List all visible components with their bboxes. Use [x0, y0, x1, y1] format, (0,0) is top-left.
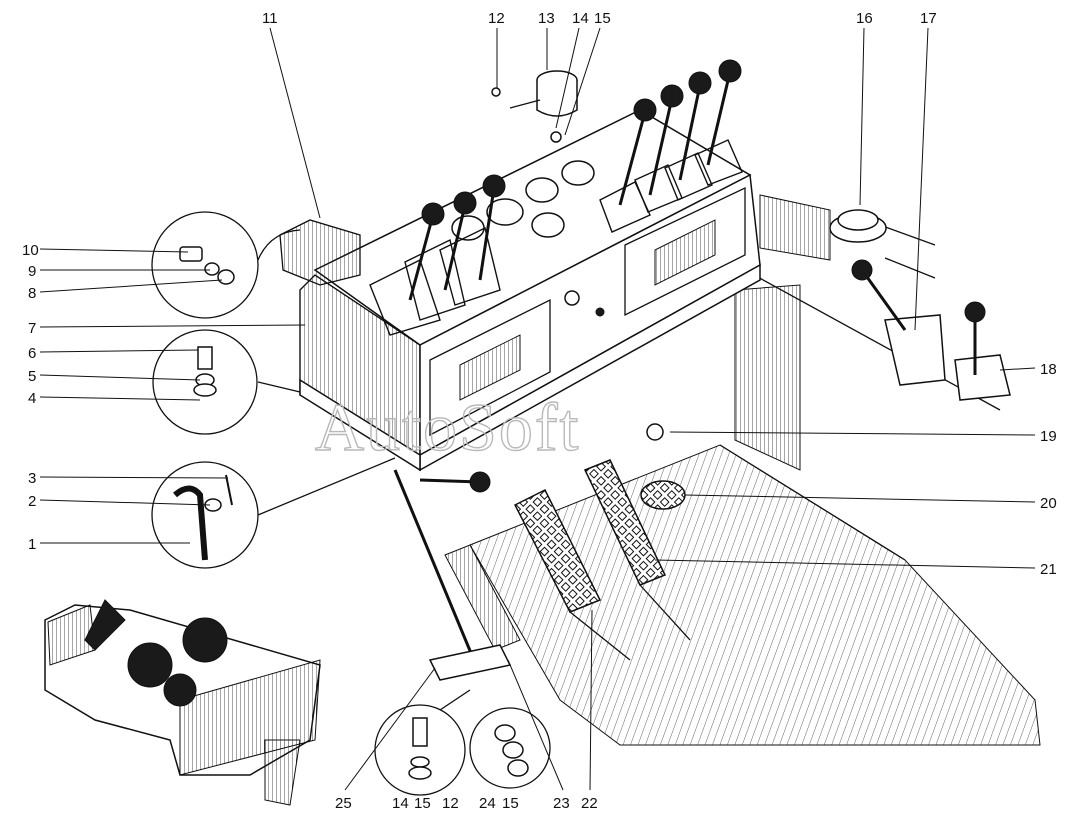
detail-c-label-24: 24 [479, 795, 496, 812]
callout-14: 14 [572, 10, 589, 27]
pedals [513, 459, 691, 661]
callout-6: 6 [28, 345, 36, 362]
bracket-box [279, 219, 361, 286]
callout-21: 21 [1040, 561, 1057, 578]
callout-13: 13 [538, 10, 555, 27]
callout-16: 16 [856, 10, 873, 27]
control-console [299, 109, 761, 472]
inset-tractor-view [44, 599, 321, 806]
callout-labels: 1 2 3 4 5 6 7 8 9 10 11 12 13 14 15 16 1… [22, 10, 1057, 812]
detail-c-label-15: 15 [502, 795, 519, 812]
callout-15: 15 [594, 10, 611, 27]
watermark-text: AutoSoft [315, 389, 580, 465]
callout-11: 11 [262, 10, 278, 27]
detail-b-label-12: 12 [442, 795, 459, 812]
callout-17: 17 [920, 10, 937, 27]
detail-bolt-washer-nut [151, 211, 301, 319]
cab-floor [469, 444, 1041, 746]
callout-8: 8 [28, 285, 36, 302]
callout-12: 12 [488, 10, 505, 27]
callout-10: 10 [22, 242, 39, 259]
callout-4: 4 [28, 390, 36, 407]
detail-b-label-14: 14 [392, 795, 409, 812]
detail-pin-washer [151, 457, 396, 569]
right-lever-assembly [829, 209, 1011, 401]
callout-1: 1 [28, 536, 36, 553]
callout-5: 5 [28, 368, 36, 385]
detail-b-label-15: 15 [414, 795, 431, 812]
callout-3: 3 [28, 470, 36, 487]
callout-2: 2 [28, 493, 36, 510]
console-levers [408, 59, 742, 301]
callout-23: 23 [553, 795, 570, 812]
cab-rear-wall [734, 194, 1001, 471]
callout-20: 20 [1040, 495, 1057, 512]
leader-lines [39, 27, 1036, 791]
callout-18: 18 [1040, 361, 1057, 378]
detail-bolt-14-15-12 [374, 689, 471, 796]
callout-25: 25 [335, 795, 352, 812]
detail-nut-24-15 [469, 707, 551, 789]
reservoir [491, 70, 578, 143]
detail-bolt-washers [152, 329, 301, 435]
callout-19: 19 [1040, 428, 1057, 445]
callout-9: 9 [28, 263, 36, 280]
callout-7: 7 [28, 320, 36, 337]
callout-22: 22 [581, 795, 598, 812]
